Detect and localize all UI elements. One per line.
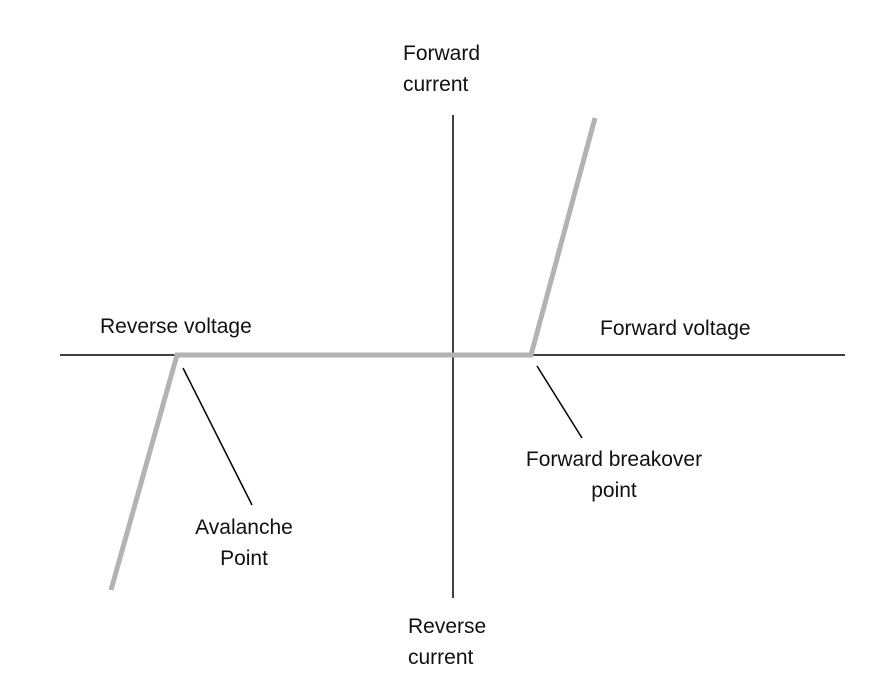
iv-curve (108, 117, 598, 591)
avalanche-point-label: Avalanche Point (195, 516, 293, 570)
forward-current-label: Forward current (403, 42, 481, 96)
forward-voltage-label: Forward voltage (600, 317, 751, 340)
avalanche-point-leader (182, 367, 253, 506)
forward-breakover-point-label: Forward breakover point (525, 448, 703, 502)
reverse-current-label: Reverse current (408, 615, 487, 669)
reverse-voltage-label: Reverse voltage (100, 315, 252, 338)
forward-breakover-leader (536, 365, 583, 439)
